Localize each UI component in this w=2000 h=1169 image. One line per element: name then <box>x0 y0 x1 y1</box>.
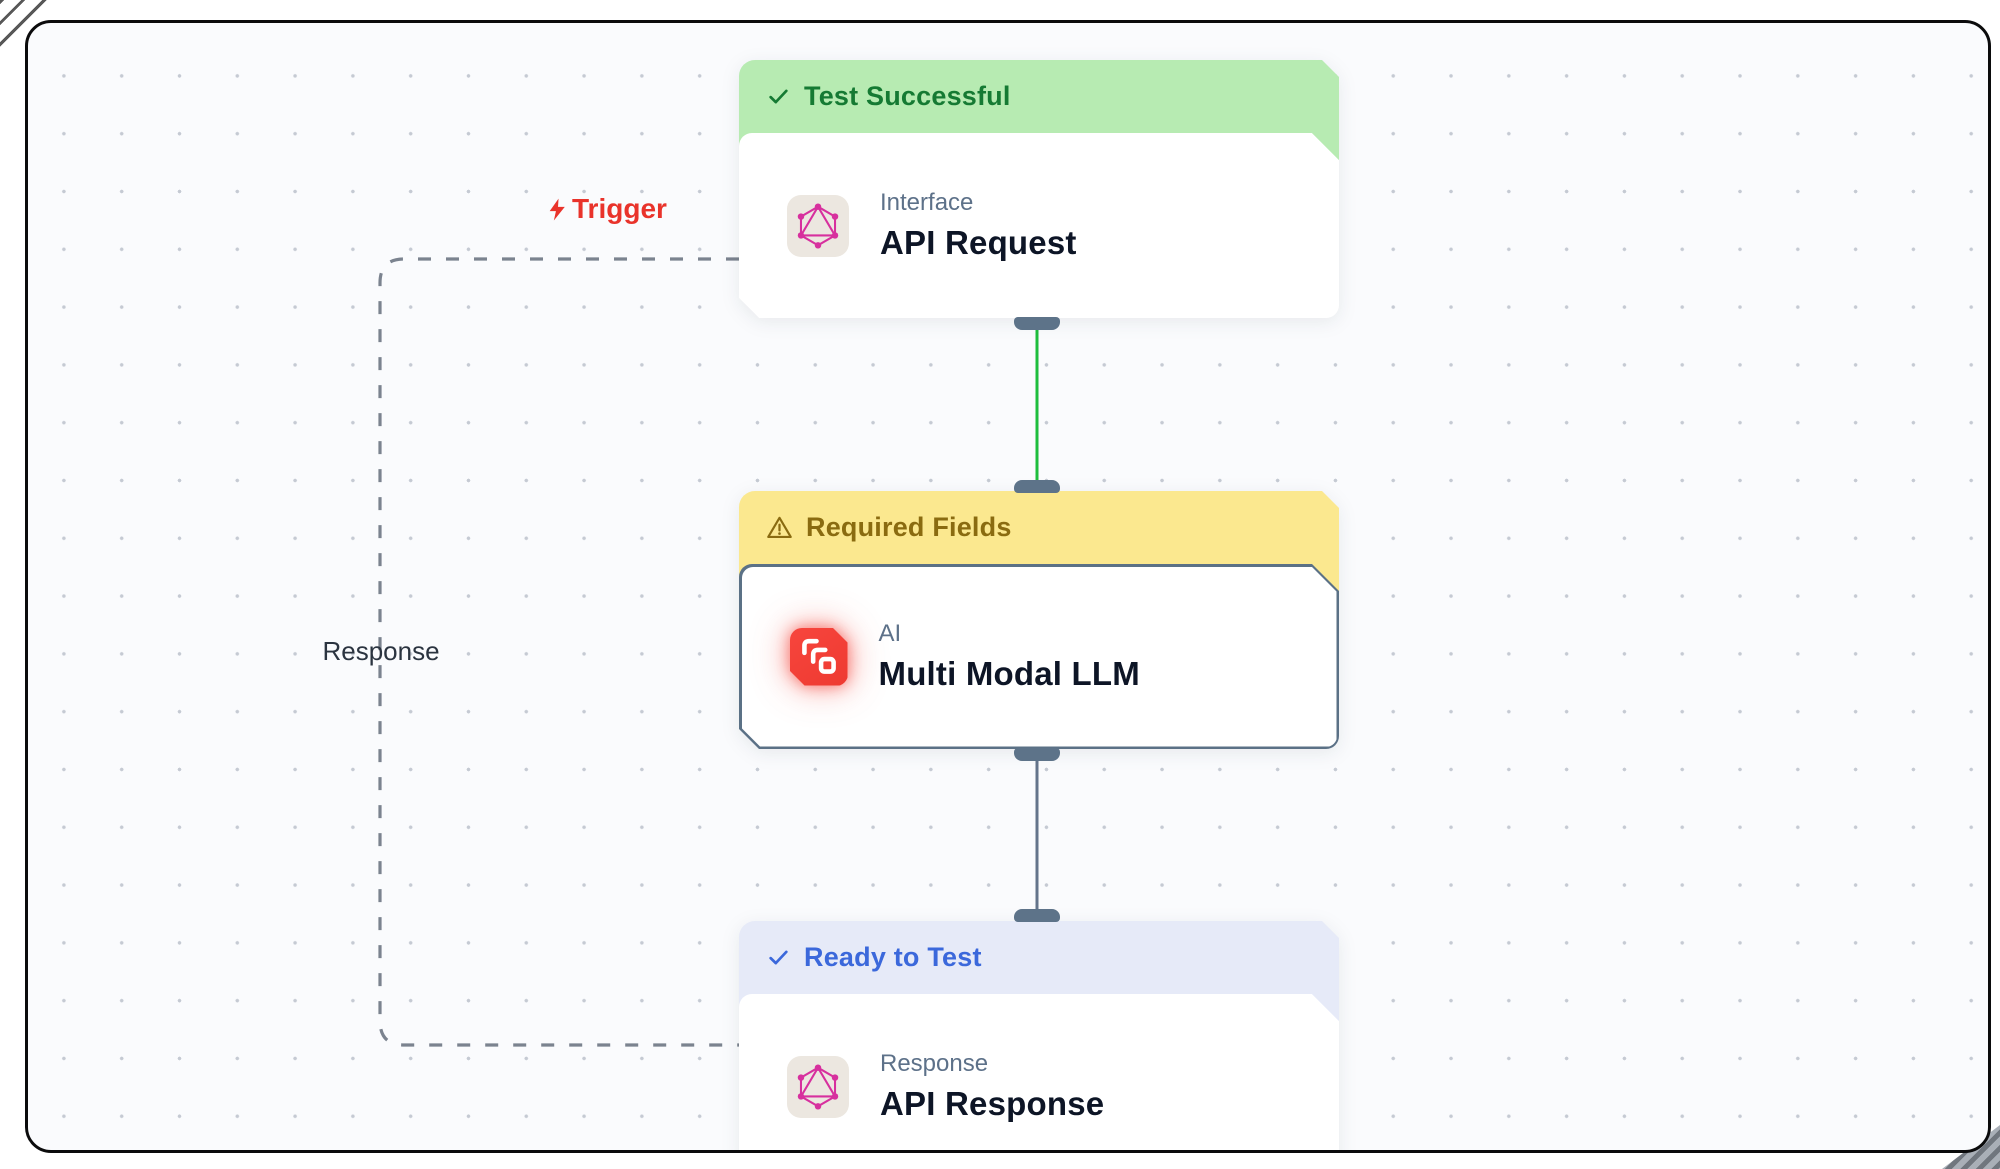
handle-api-request-out[interactable] <box>1014 317 1060 330</box>
node-category: Response <box>880 1050 989 1077</box>
workflow-canvas[interactable]: Test Successful <box>25 20 1991 1153</box>
handle-llm-in[interactable] <box>1014 480 1060 493</box>
node-api-request[interactable]: Test Successful <box>739 60 1339 318</box>
warning-icon <box>766 514 793 541</box>
ai-model-icon <box>790 628 848 686</box>
node-title: API Request <box>880 224 1077 261</box>
status-label: Required Fields <box>806 512 1012 542</box>
node-category: Interface <box>880 189 974 216</box>
node-multi-modal-llm[interactable]: Required Fields <box>739 491 1339 749</box>
response-edge-label: Response <box>322 636 440 666</box>
handle-llm-out[interactable] <box>1014 748 1060 761</box>
node-card: Interface API Request <box>739 133 1339 318</box>
check-icon <box>766 945 791 970</box>
trigger-edge-label: Trigger <box>545 193 667 227</box>
edge-response-dashed[interactable] <box>378 257 739 1047</box>
node-card: Response API Response <box>739 994 1339 1153</box>
handle-api-response-in[interactable] <box>1014 909 1060 922</box>
check-icon <box>766 84 791 109</box>
lightning-bolt-icon <box>549 198 565 220</box>
status-label: Test Successful <box>804 81 1011 111</box>
graphql-icon <box>787 195 849 257</box>
edges-layer <box>378 257 1039 1047</box>
node-title: Multi Modal LLM <box>878 655 1140 692</box>
node-category: AI <box>878 620 902 647</box>
node-title: API Response <box>880 1085 1105 1122</box>
node-api-response[interactable]: Ready to Test <box>739 921 1339 1153</box>
graphql-icon <box>787 1056 849 1118</box>
node-card: AI Multi Modal LLM <box>739 564 1339 749</box>
status-label: Ready to Test <box>804 942 982 972</box>
